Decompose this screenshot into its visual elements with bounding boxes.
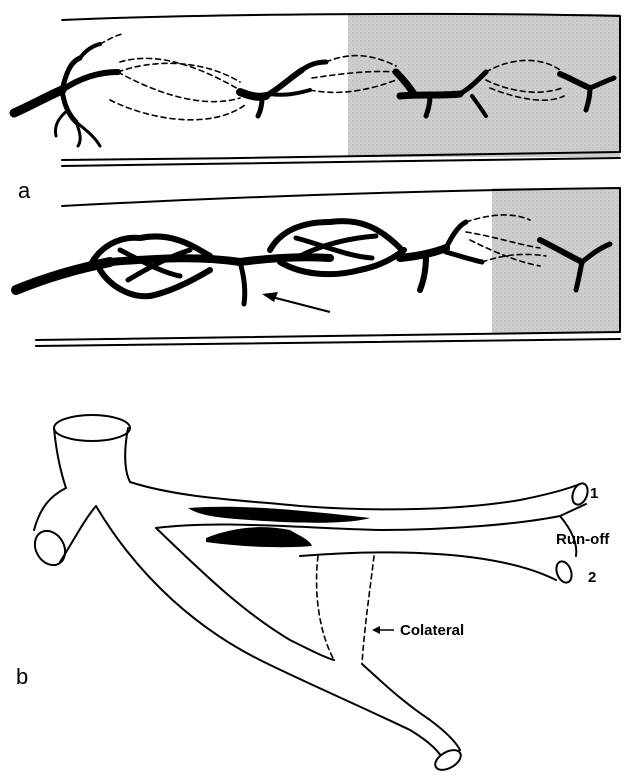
label-run-off: Run-off — [556, 531, 610, 548]
vessel-tree-middle-top — [240, 62, 326, 116]
collateral-dashed-top-1 — [100, 34, 122, 44]
panel-a-top-strip — [14, 14, 620, 166]
label-branch-2: 2 — [588, 569, 596, 586]
lower-vessel-outline-right — [156, 528, 334, 660]
main-artery-outline-2 — [60, 506, 96, 562]
collateral-arrow — [372, 626, 394, 634]
run-off-end-2 — [554, 559, 575, 584]
panel-label-a: a — [18, 178, 31, 203]
tissue-outline-bottom-inner — [36, 339, 620, 346]
arrow-pointer — [262, 292, 330, 312]
occlusion-plaque-lower — [206, 527, 312, 547]
vessel-stump-top — [54, 415, 130, 441]
main-artery-outline — [34, 428, 66, 530]
ischemic-zone-bottom — [492, 188, 620, 333]
panel-label-b: b — [16, 664, 28, 689]
panel-b-artery-diagram — [29, 415, 590, 774]
run-off-end-1 — [570, 481, 591, 506]
vessel-tree-left-top — [14, 44, 118, 146]
collateral-dashed-top-2 — [118, 63, 240, 82]
branch-2-outline-b — [300, 552, 556, 580]
label-collateral: Colateral — [400, 622, 464, 639]
vessel-tree-bottom — [16, 221, 482, 304]
collateral-dashed-top-3 — [118, 72, 240, 102]
vessel-stump-left — [29, 525, 71, 570]
label-branch-1: 1 — [590, 485, 598, 502]
collateral-vessel-left — [317, 556, 334, 660]
collateral-vessel-right — [362, 556, 374, 664]
collateral-dashed-top-4 — [110, 100, 245, 120]
lower-vessel-outline-right-2 — [362, 664, 460, 750]
panel-a-bottom-strip — [16, 188, 620, 346]
main-artery-outline-3 — [125, 428, 580, 509]
